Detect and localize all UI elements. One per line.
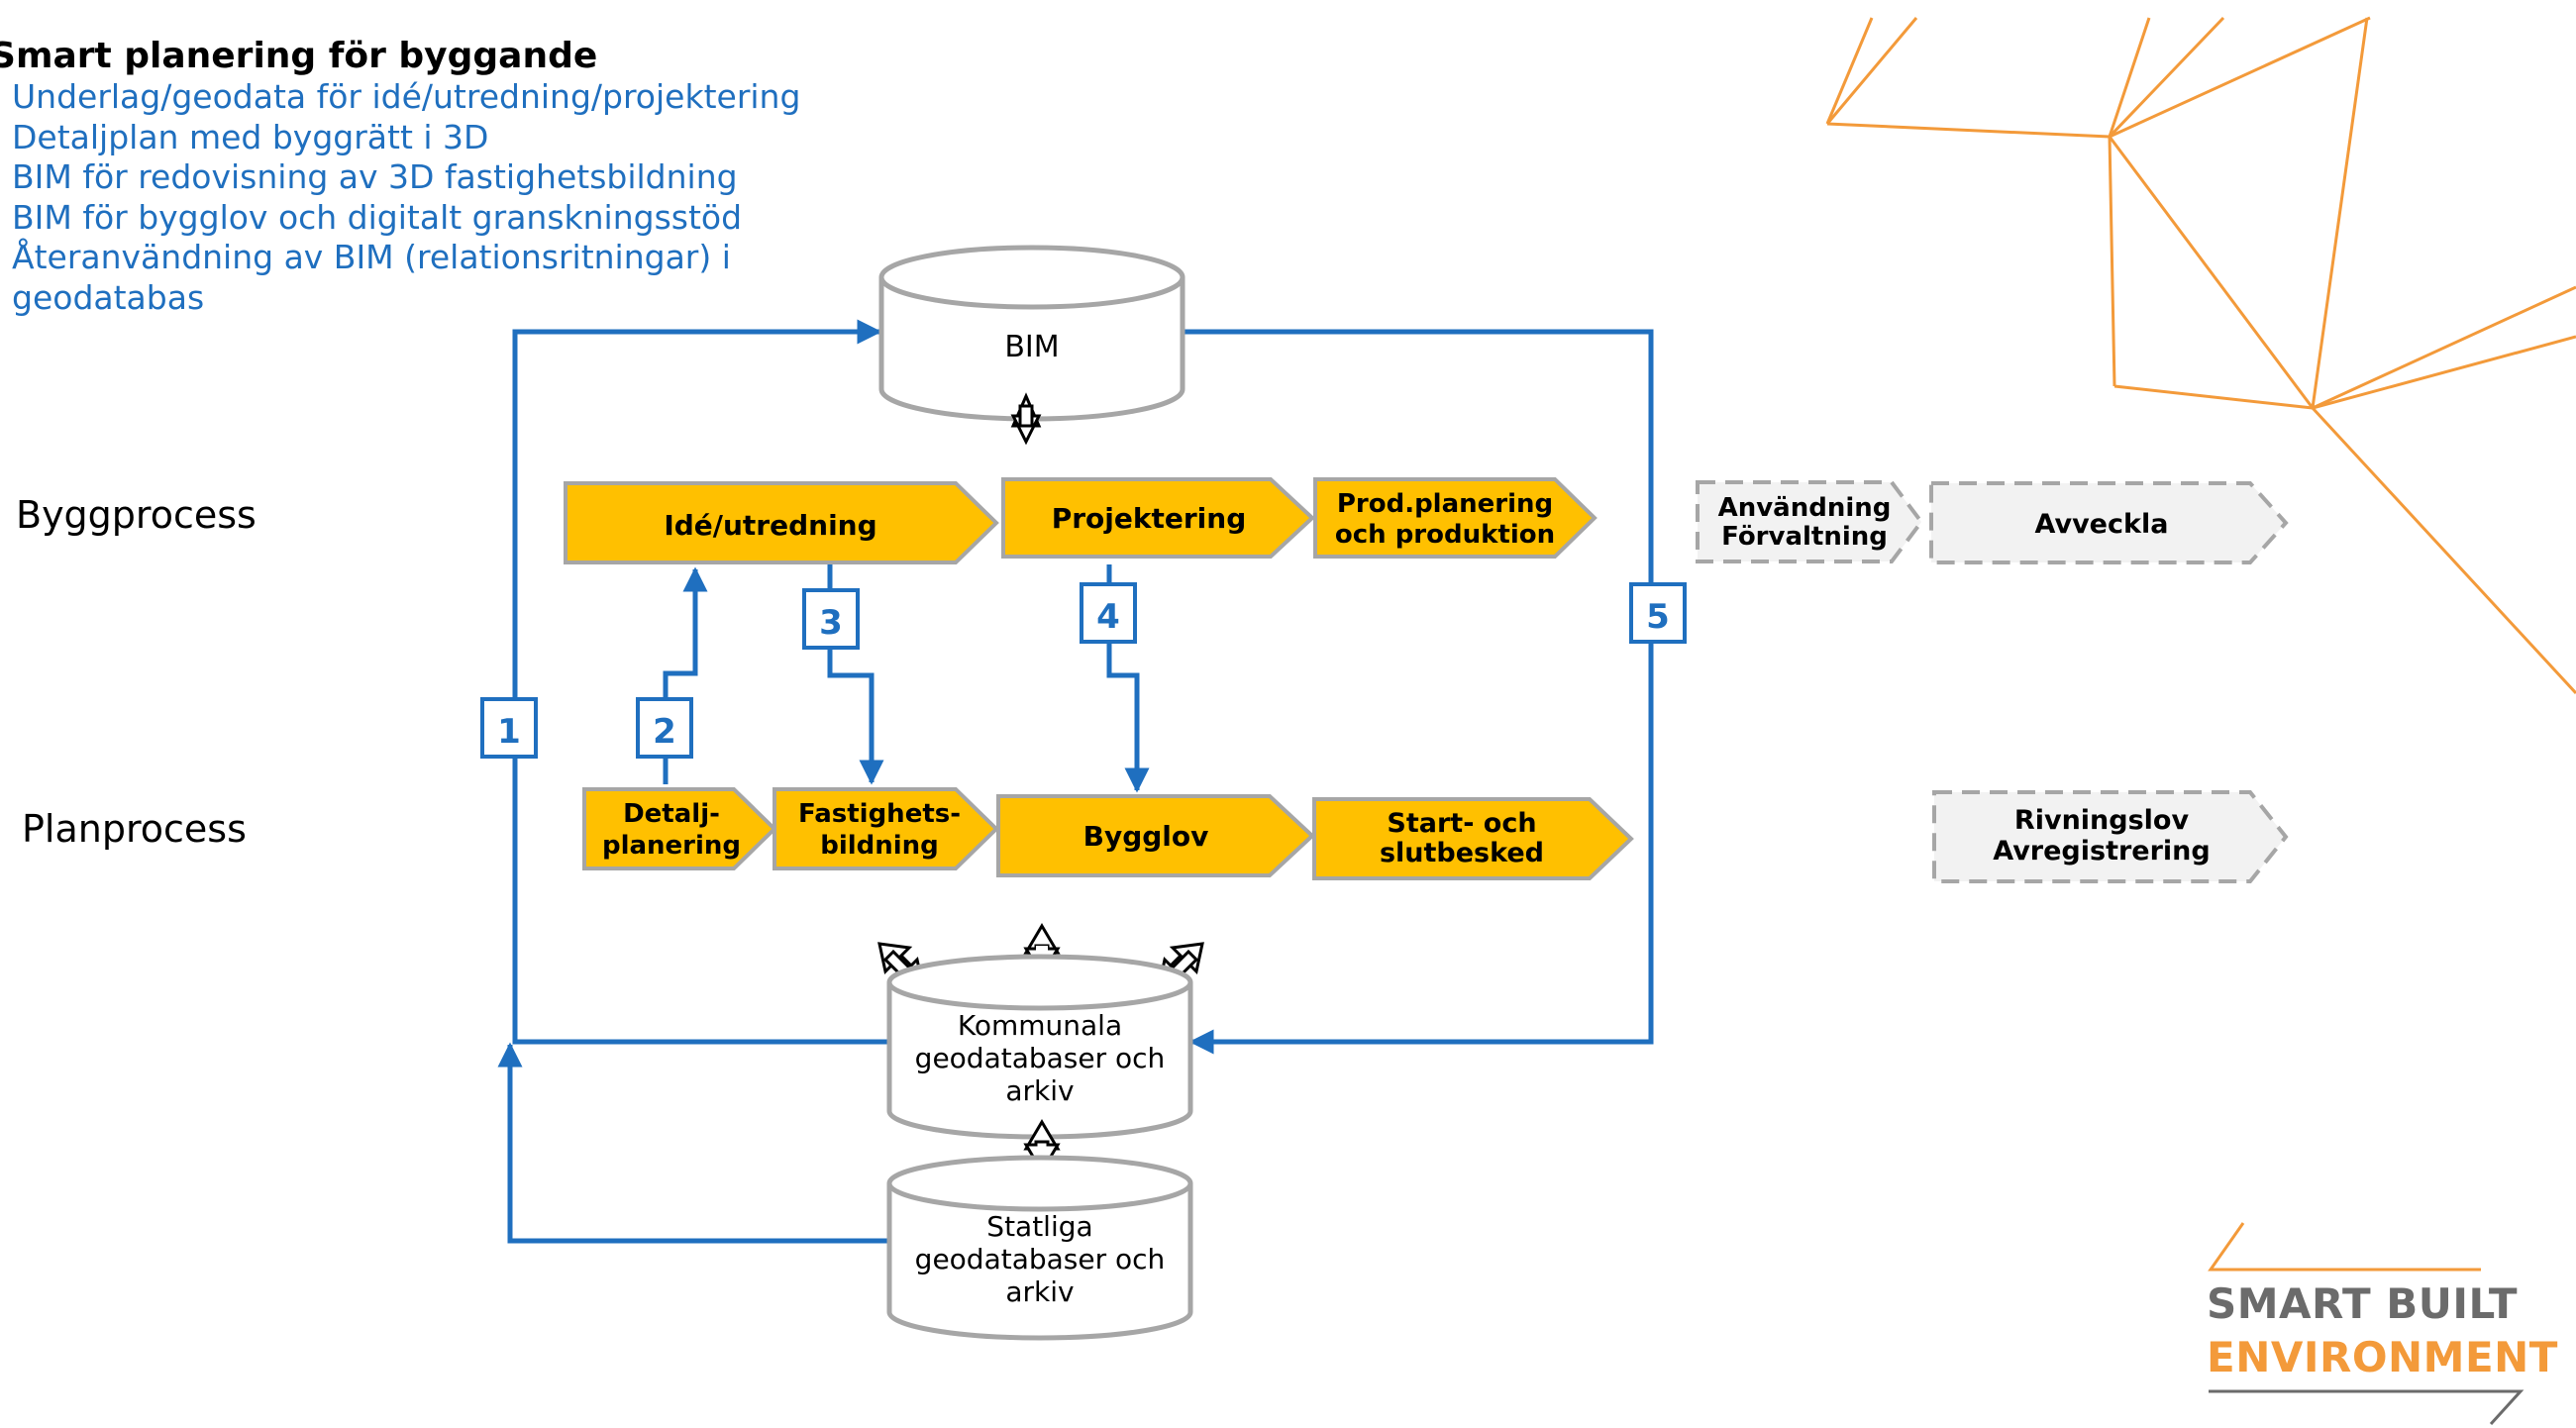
svg-text:Projektering: Projektering [1052, 502, 1247, 535]
logo-lines [2208, 1222, 2524, 1426]
step-start-slutbesked: Start- och slutbesked [1312, 797, 1634, 880]
svg-text:Detalj-: Detalj- [623, 799, 720, 829]
bullet-item: Detaljplan med byggrätt i 3D [12, 117, 489, 156]
svg-text:2: 2 [653, 712, 676, 752]
bullet-list: Underlag/geodata för idé/utredning/proje… [12, 77, 800, 318]
svg-text:slutbesked: slutbesked [1380, 838, 1544, 868]
kommunala-database: Kommunala geodatabaser och arkiv [886, 954, 1193, 1140]
step-detaljplanering: Detalj- planering [582, 787, 777, 870]
page-title: Smart planering för byggande [0, 36, 598, 76]
step-bygglov: Bygglov [996, 794, 1315, 877]
bygg-steps: Idé/utredning Projektering Prod.planerin… [564, 477, 1597, 564]
statliga-database: Statliga geodatabaser och arkiv [886, 1155, 1193, 1341]
svg-text:geodatabaser och: geodatabaser och [915, 1243, 1166, 1275]
step-fastighetsbildning: Fastighets- bildning [773, 787, 999, 870]
number-box-2: 2 [636, 697, 693, 759]
future-steps: Användning Förvaltning Avveckla Rivnings… [1696, 480, 2289, 883]
svg-text:Förvaltning: Förvaltning [1721, 522, 1888, 552]
svg-text:Kommunala: Kommunala [958, 1009, 1122, 1042]
step-projektering: Projektering [1001, 477, 1315, 559]
svg-text:1: 1 [497, 712, 521, 752]
flow-lines [497, 319, 1654, 1244]
svg-text:geodatabaser och: geodatabaser och [915, 1042, 1166, 1074]
svg-text:Användning: Användning [1718, 493, 1892, 523]
number-box-5: 5 [1629, 582, 1687, 644]
svg-text:Fastighets-: Fastighets- [798, 799, 961, 829]
bim-database: BIM [878, 245, 1185, 422]
svg-text:4: 4 [1096, 597, 1120, 637]
number-box-4: 4 [1080, 582, 1137, 644]
svg-text:och produktion: och produktion [1335, 520, 1555, 550]
logo-line-2: ENVIRONMENT [2207, 1333, 2558, 1381]
bullet-item: Underlag/geodata för idé/utredning/proje… [12, 77, 801, 116]
number-box-1: 1 [480, 697, 538, 759]
step-ide-utredning: Idé/utredning [564, 481, 999, 564]
flow-line-statliga [497, 1042, 891, 1244]
step-avveckla: Avveckla [1929, 481, 2289, 564]
svg-text:Statliga: Statliga [986, 1210, 1092, 1243]
svg-text:Avregistrering: Avregistrering [1993, 836, 2210, 867]
smart-built-environment-logo: SMART BUILT ENVIRONMENT [2207, 1277, 2558, 1384]
decorative-network [1825, 16, 2576, 695]
bim-double-arrow [1010, 392, 1042, 446]
svg-text:Bygglov: Bygglov [1083, 820, 1209, 853]
flow-line-1 [512, 319, 891, 1045]
svg-text:Idé/utredning: Idé/utredning [664, 509, 876, 542]
svg-text:Avveckla: Avveckla [2035, 509, 2169, 540]
step-rivningslov: Rivningslov Avregistrering [1932, 790, 2289, 883]
svg-text:Rivningslov: Rivningslov [2014, 805, 2190, 836]
bullet-item: BIM för redovisning av 3D fastighetsbild… [12, 157, 738, 196]
bullet-item: Återanvändning av BIM (relationsritninga… [12, 238, 731, 317]
number-box-3: 3 [802, 588, 860, 650]
bim-label: BIM [1004, 330, 1059, 364]
bullet-item: BIM för bygglov och digitalt gransknings… [12, 197, 743, 237]
step-prod-planering: Prod.planering och produktion [1313, 477, 1597, 559]
step-anvandning-forvaltning: Användning Förvaltning [1696, 480, 1924, 563]
planprocess-label: Planprocess [22, 807, 247, 851]
svg-text:bildning: bildning [820, 831, 939, 861]
svg-text:5: 5 [1646, 597, 1670, 637]
svg-text:Prod.planering: Prod.planering [1337, 489, 1553, 519]
logo-line-1: SMART BUILT [2207, 1279, 2518, 1328]
plan-steps: Detalj- planering Fastighets- bildning B… [582, 787, 1634, 880]
svg-text:planering: planering [602, 831, 741, 861]
svg-text:arkiv: arkiv [1005, 1275, 1074, 1308]
svg-text:3: 3 [819, 603, 843, 643]
svg-text:arkiv: arkiv [1005, 1074, 1074, 1107]
flow-line-5 [1184, 329, 1654, 1055]
byggprocess-label: Byggprocess [16, 493, 257, 537]
number-boxes: 1 2 3 4 5 [480, 582, 1687, 759]
svg-text:Start- och: Start- och [1387, 808, 1536, 839]
